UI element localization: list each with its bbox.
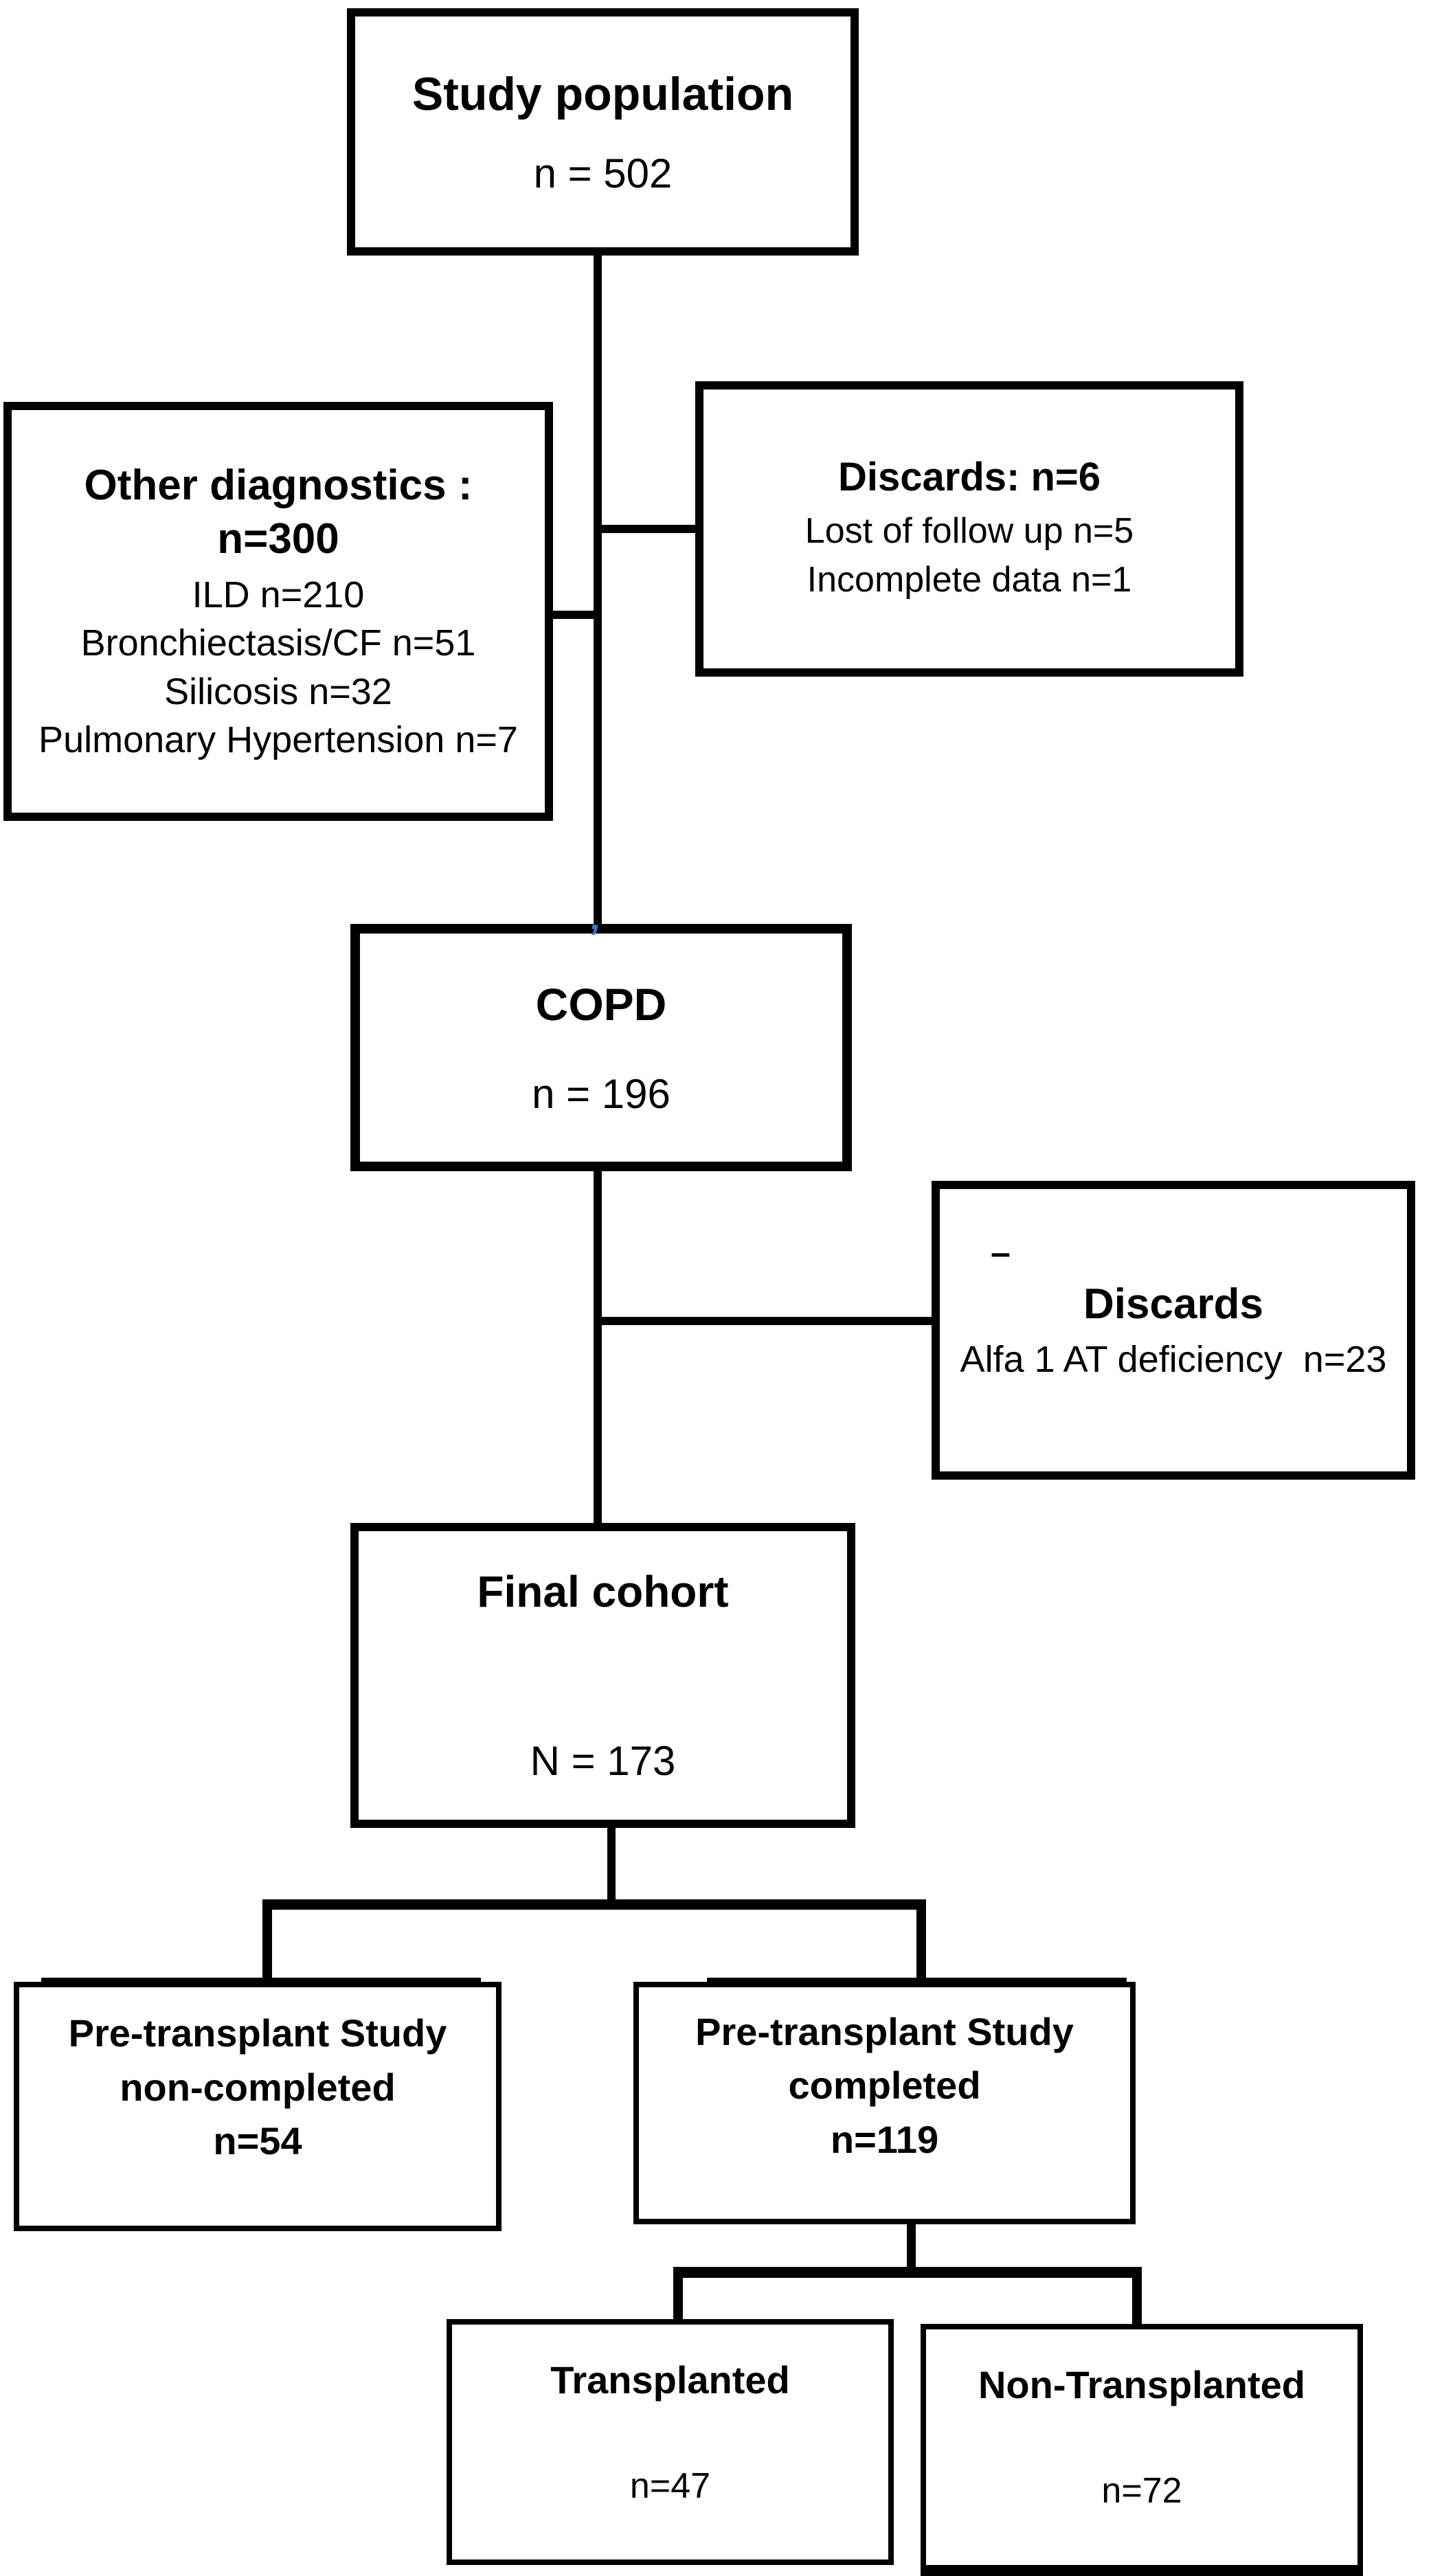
- node-title: Discards: [1083, 1280, 1263, 1328]
- node-title: Discards: n=6: [837, 455, 1101, 500]
- node-count: n=72: [1101, 2471, 1182, 2511]
- node-discards-alfa: Discards Alfa 1 AT deficiency n=23: [932, 1181, 1415, 1480]
- node-title: Transplanted: [550, 2358, 790, 2402]
- node-count: n=300: [217, 515, 339, 563]
- node-count: n=47: [629, 2466, 711, 2506]
- node-study-population: Study population n = 502: [347, 8, 859, 256]
- node-detail: ILD n=210: [192, 574, 365, 616]
- node-count: n = 502: [533, 150, 673, 196]
- node-title: COPD: [535, 978, 667, 1030]
- node-count: n=54: [213, 2119, 302, 2163]
- connector-stub-non-completed: [262, 1899, 272, 1983]
- node-transplanted: Transplanted n=47: [447, 2319, 894, 2565]
- node-detail: Bronchiectasis/CF n=51: [80, 622, 476, 664]
- node-detail: Silicosis n=32: [164, 670, 392, 712]
- connector-stub-transplanted: [673, 2267, 683, 2320]
- connector-branch-discards-initial: [598, 525, 699, 533]
- node-detail: Incomplete data n=1: [807, 559, 1132, 600]
- node-title: Final cohort: [477, 1567, 729, 1616]
- node-count: n = 196: [532, 1070, 671, 1117]
- connector-completed-to-split: [907, 2224, 916, 2272]
- connector-copd-to-final: [594, 1171, 602, 1523]
- connector-final-to-split: [607, 1828, 616, 1905]
- connector-branch-discards-alfa: [598, 1317, 936, 1325]
- connector-study-to-copd: [594, 256, 602, 924]
- node-pre-transplant-completed: Pre-transplant Study completed n=119: [633, 1982, 1136, 2224]
- node-title-line2: completed: [788, 2064, 981, 2108]
- node-discards-initial: Discards: n=6 Lost of follow up n=5 Inco…: [695, 381, 1243, 677]
- node-detail: Alfa 1 AT deficiency n=23: [960, 1339, 1387, 1380]
- node-count: n=119: [830, 2117, 939, 2161]
- connector-stub-non-transplanted: [1132, 2267, 1142, 2325]
- node-title: Study population: [412, 67, 794, 120]
- connector-stub-completed: [916, 1899, 926, 1983]
- node-title-line2: non-completed: [120, 2065, 396, 2109]
- node-detail: Pulmonary Hypertension n=7: [38, 719, 518, 760]
- connector-split-pretransplant: [267, 1899, 926, 1910]
- connector-split-transplant: [678, 2267, 1140, 2278]
- node-pre-transplant-non-completed: Pre-transplant Study non-completed n=54: [14, 1982, 502, 2231]
- node-title-line1: Pre-transplant Study: [68, 2011, 447, 2055]
- node-title: Non-Transplanted: [978, 2363, 1306, 2406]
- connector-branch-other-diagnostics: [550, 611, 598, 619]
- stray-dash-mark: –: [991, 1233, 1011, 1273]
- node-title: Other diagnostics :: [84, 462, 473, 510]
- node-other-diagnostics: Other diagnostics : n=300 ILD n=210 Bron…: [3, 402, 553, 821]
- node-copd: COPD n = 196: [350, 924, 852, 1171]
- node-final-cohort: Final cohort N = 173: [350, 1523, 855, 1828]
- node-title-line1: Pre-transplant Study: [695, 2009, 1074, 2053]
- node-non-transplanted: Non-Transplanted n=72: [921, 2324, 1363, 2576]
- node-count: N = 173: [530, 1738, 676, 1784]
- node-detail: Lost of follow up n=5: [804, 511, 1134, 552]
